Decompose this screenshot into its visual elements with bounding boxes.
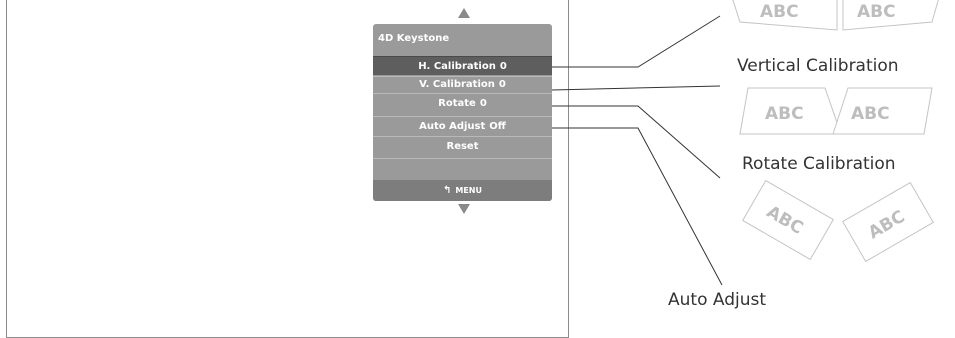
caption-vertical-calibration: Vertical Calibration xyxy=(737,56,899,76)
menu-item-v-calibration[interactable]: V. Calibration 0 xyxy=(373,76,552,92)
back-arrow-icon: ↰ xyxy=(442,185,452,196)
leader-line-rotate xyxy=(552,105,721,179)
keystone-menu: 4D Keystone H. Calibration 0 V. Calibrat… xyxy=(373,24,552,201)
callout-diagram: ABC ABC ABC ABC ABC ABC xyxy=(551,0,939,286)
menu-item-empty xyxy=(373,158,552,177)
menu-item-value: 0 xyxy=(498,79,506,90)
leader-line-auto-adjust xyxy=(552,127,723,286)
menu-item-rotate[interactable]: Rotate 0 xyxy=(373,93,552,112)
sample-card-h-right xyxy=(842,0,939,31)
leader-line-v-calibration xyxy=(551,85,721,91)
sample-card-v-right xyxy=(832,87,933,135)
menu-item-label: H. Calibration xyxy=(418,60,496,72)
sample-text: ABC xyxy=(851,104,890,124)
caption-auto-adjust: Auto Adjust xyxy=(668,290,767,310)
leader-line-h-calibration xyxy=(552,15,721,68)
menu-item-h-calibration[interactable]: H. Calibration 0 xyxy=(373,56,552,75)
menu-item-value: Off xyxy=(489,120,506,132)
scroll-up-arrow-icon[interactable] xyxy=(458,8,470,18)
sample-card-r-right xyxy=(842,181,934,263)
sample-text: ABC xyxy=(765,104,804,124)
scroll-down-arrow-icon[interactable] xyxy=(458,204,470,214)
menu-item-label: V. Calibration xyxy=(419,79,495,90)
menu-item-label: Reset xyxy=(446,140,479,152)
sample-card-r-left xyxy=(742,179,834,261)
menu-item-value: 0 xyxy=(499,60,507,72)
sample-text: ABC xyxy=(760,2,799,22)
menu-item-label: Rotate xyxy=(438,97,476,109)
sample-text: ABC xyxy=(857,2,896,22)
caption-rotate-calibration: Rotate Calibration xyxy=(742,154,896,174)
menu-title: 4D Keystone xyxy=(378,33,450,44)
sample-card-h-left xyxy=(732,0,838,31)
menu-footer-label: MENU xyxy=(455,186,482,195)
menu-item-value: 0 xyxy=(479,97,487,109)
menu-item-reset[interactable]: Reset xyxy=(373,136,552,155)
menu-item-label: Auto Adjust xyxy=(419,120,486,132)
menu-back-button[interactable]: ↰ MENU xyxy=(373,180,552,201)
menu-item-auto-adjust[interactable]: Auto Adjust Off xyxy=(373,116,552,135)
